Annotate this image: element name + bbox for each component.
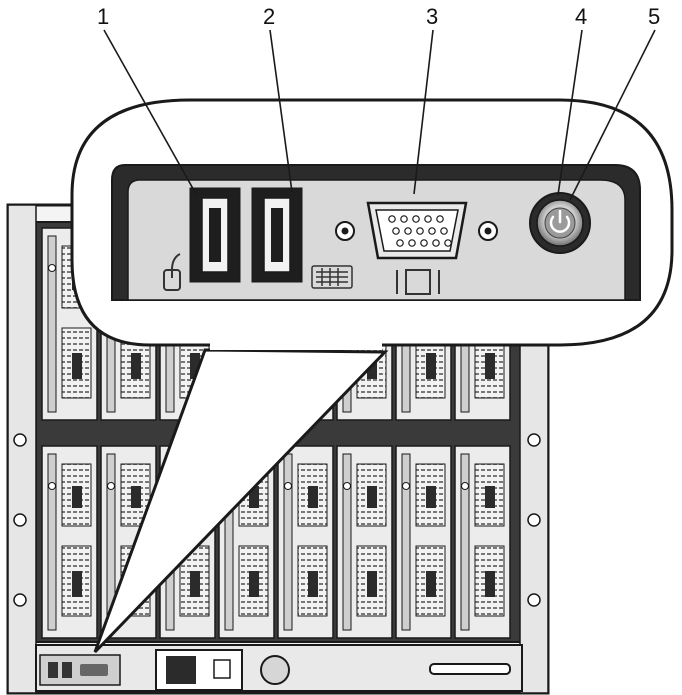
blade-server (336, 445, 393, 639)
vga-pin (400, 215, 408, 223)
callout-number-1: 1 (97, 4, 109, 29)
callout-number-5: 5 (648, 4, 660, 29)
vga-pin (428, 227, 436, 235)
rail-screw-icon (13, 433, 541, 607)
blade-server (277, 445, 334, 639)
status-led-icon (107, 482, 115, 490)
chassis-power-knob-icon (260, 655, 290, 685)
callout-numbers: 1 2 3 4 5 (97, 4, 660, 29)
callout-number-4: 4 (575, 4, 587, 29)
vga-connector (335, 201, 498, 260)
vga-pin (444, 239, 452, 247)
blade-server (41, 445, 98, 639)
usb-port-2 (251, 187, 303, 283)
callout-pointer (93, 348, 389, 654)
vga-pin (404, 227, 412, 235)
vga-pin (392, 227, 400, 235)
chassis-handle (429, 663, 511, 675)
vga-pin (396, 239, 404, 247)
status-led-icon (343, 482, 351, 490)
zoomed-io-panel (111, 164, 641, 301)
vga-pin (416, 227, 424, 235)
vga-pin (424, 215, 432, 223)
vga-pin (412, 215, 420, 223)
callout-leaders (103, 29, 656, 201)
vga-pins (388, 215, 452, 247)
status-led-icon (402, 482, 410, 490)
vga-pin (388, 215, 396, 223)
vga-pin (436, 215, 444, 223)
mouse-icon (163, 253, 181, 291)
usb-port-1 (189, 187, 241, 283)
monitor-icon (396, 269, 440, 295)
vga-pin (440, 227, 448, 235)
callout-number-2: 2 (263, 4, 275, 29)
vga-pin (420, 239, 428, 247)
keyboard-icon (311, 265, 353, 289)
status-led-icon (48, 264, 56, 272)
vga-pin (408, 239, 416, 247)
status-led-icon (461, 482, 469, 490)
callout-number-3: 3 (426, 4, 438, 29)
status-led-icon (284, 482, 292, 490)
vga-pin (432, 239, 440, 247)
blade-server (395, 445, 452, 639)
status-led-icon (48, 482, 56, 490)
blade-server (454, 445, 511, 639)
power-icon (549, 209, 571, 233)
